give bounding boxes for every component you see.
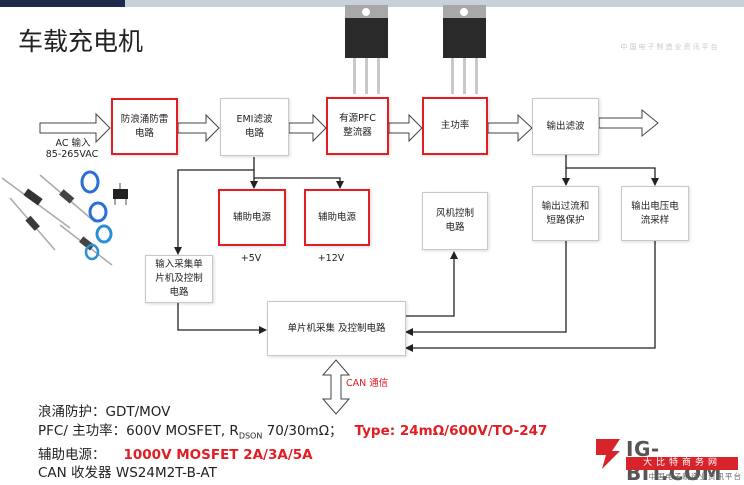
line-sense-to-mcu (405, 241, 656, 352)
line-emi-to-aux (253, 170, 344, 189)
note-aux-value: 1000V MOSFET 2A/3A/5A (123, 446, 313, 463)
note-pfc-subscript: DSON (238, 431, 263, 441)
arrow-main-filter (487, 113, 533, 143)
transistor-icon-left (345, 5, 388, 94)
ac-input-label: AC 输入 (55, 138, 91, 149)
voltage-5v-label: +5V (240, 253, 262, 264)
arrow-output (598, 108, 659, 138)
block-fan-control: 风机控制 电路 (422, 192, 488, 250)
block-active-pfc: 有源PFC 整流器 (326, 97, 389, 155)
line-filter-to-ocp (565, 154, 659, 186)
note-pfc-prefix: PFC/ 主功率：600V MOSFET, R (38, 422, 239, 439)
can-communication-label: CAN 通信 (346, 378, 389, 389)
line-ocp-to-mcu (405, 241, 567, 336)
block-surge-protection: 防浪涌防雷 电路 (111, 98, 178, 155)
components-illustration (1, 170, 128, 266)
note-aux: 辅助电源： 1000V MOSFET 2A/3A/5A (38, 446, 547, 465)
arrow-emi-pfc (288, 113, 327, 143)
transistor-icon-right (443, 5, 486, 94)
note-pfc: PFC/ 主功率：600V MOSFET, RDSON 70/30mΩ； Type… (38, 422, 547, 446)
arrow-pfc-main (388, 113, 423, 143)
block-vi-sampling: 输出电压电 流采样 (621, 186, 689, 241)
block-mcu-control: 单片机采集 及控制电路 (267, 301, 406, 356)
line-input-mcu-to-mcu (177, 303, 267, 334)
igbit-logo: IG-BIT.COM 大比特商务网 中国电子制造业资讯平台 (592, 437, 742, 485)
spec-notes: 浪涌防护：GDT/MOV PFC/ 主功率：600V MOSFET, RDSON… (38, 403, 547, 483)
logo-sub-text: 中国电子制造业资讯平台 (648, 472, 742, 481)
ac-input-range: 85-265VAC (45, 149, 99, 160)
arrow-surge-emi (177, 113, 220, 143)
note-surge: 浪涌防护：GDT/MOV (38, 404, 171, 420)
line-emi-to-input-mcu (174, 157, 255, 255)
block-aux-power-1: 辅助电源 (218, 189, 286, 246)
block-output-filter: 输出滤波 (532, 98, 599, 155)
note-can: CAN 收发器 WS24M2T-B-AT (38, 465, 217, 482)
header-bar-light (125, 0, 744, 7)
logo-bar-text: 大比特商务网 (626, 457, 738, 470)
block-aux-power-2: 辅助电源 (304, 189, 370, 246)
can-double-arrow (321, 359, 351, 415)
watermark-text: 中国电子制造业资讯平台 (620, 43, 720, 51)
note-pfc-suffix: 70/30mΩ； (262, 422, 343, 439)
header-bar-dark (0, 0, 125, 7)
block-main-power: 主功率 (422, 97, 488, 155)
line-mcu-to-fan (404, 251, 458, 317)
logo-mark-icon (596, 439, 620, 469)
slide-title: 车载充电机 (18, 27, 144, 56)
block-input-mcu: 输入采集单 片机及控制 电路 (145, 255, 213, 303)
voltage-12v-label: +12V (317, 253, 345, 264)
arrow-input (39, 112, 111, 144)
note-pfc-type: Type: 24mΩ/600V/TO-247 (354, 422, 548, 439)
block-overcurrent-protection: 输出过流和 短路保护 (532, 186, 599, 241)
note-aux-prefix: 辅助电源： (38, 446, 106, 463)
block-emi-filter: EMI滤波 电路 (220, 98, 289, 156)
